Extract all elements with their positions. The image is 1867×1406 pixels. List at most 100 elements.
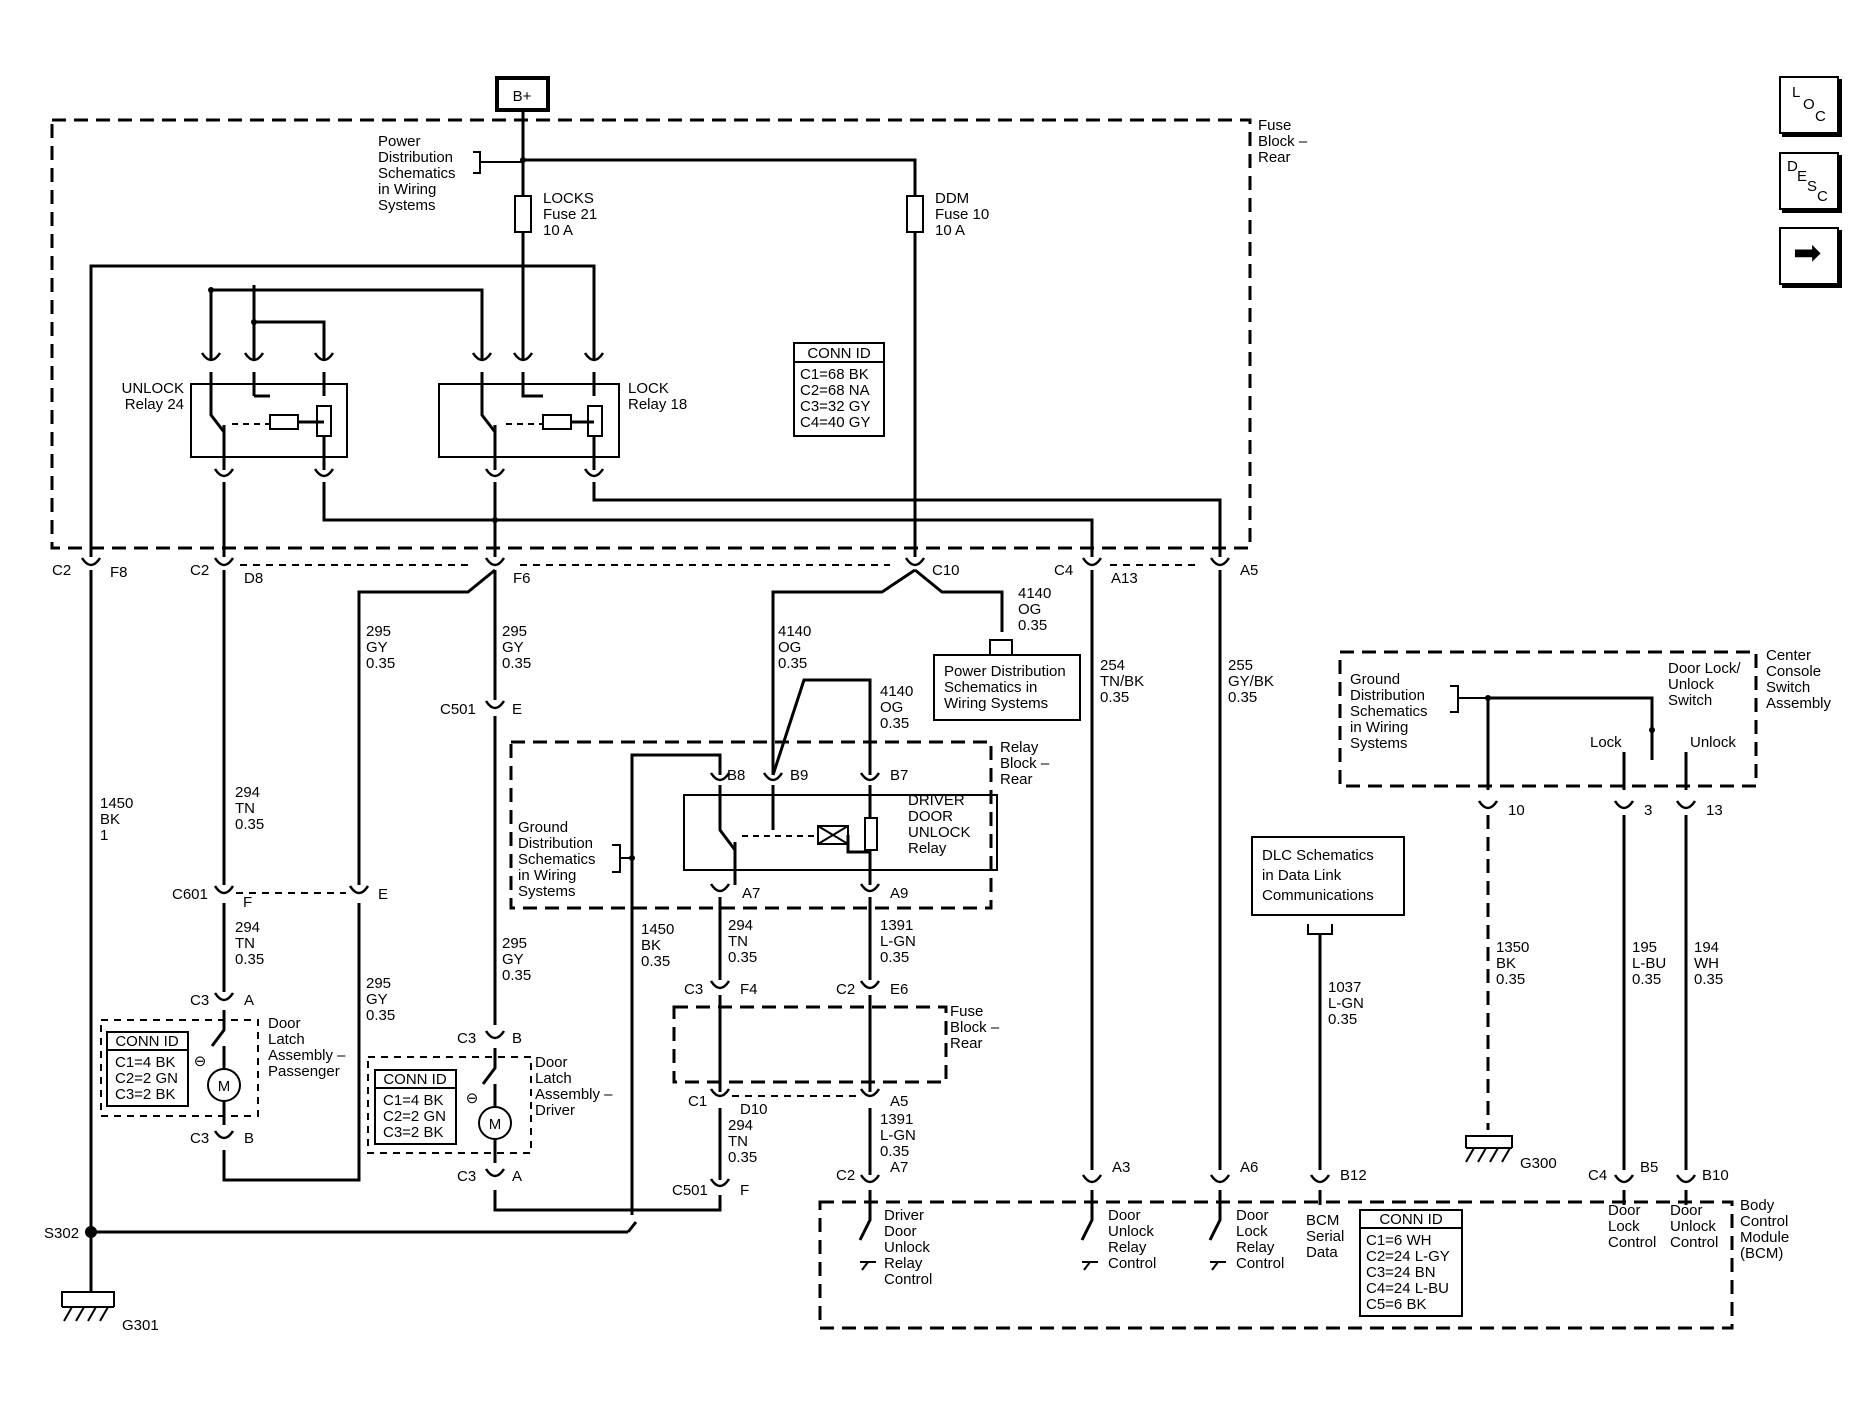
c3-a-pass-c: C3 (190, 992, 209, 1009)
b12-pin: B12 (1340, 1167, 1367, 1184)
connector-cavity (583, 352, 605, 362)
c501-e-c: C501 (440, 701, 476, 718)
conn-id-title: CONN ID (807, 345, 871, 362)
connector-cavity (213, 885, 235, 895)
loc-letter-o: O (1803, 96, 1815, 113)
bcm-boundary (818, 1200, 1734, 1330)
driver-door-unlock-relay (683, 794, 998, 871)
conn-id-fuse-block (793, 342, 885, 437)
connector-cavity (709, 1178, 731, 1188)
c4-b5-c: C4 (1588, 1167, 1607, 1184)
c501-e-pin: E (512, 701, 522, 718)
b7-pin: B7 (890, 767, 908, 784)
connector-cavity (1477, 800, 1499, 810)
location-nav-button[interactable]: L O C (1779, 76, 1839, 134)
loc-letter-l: L (1792, 84, 1801, 101)
connector-cavity (484, 1030, 506, 1040)
c3-b-pass-pin: B (244, 1130, 254, 1147)
description-nav-button[interactable]: D E S C (1779, 152, 1839, 210)
connector-cavity (484, 1168, 506, 1178)
center-console-boundary (1338, 650, 1758, 788)
connector-cavity (313, 468, 335, 478)
lock-relay-switch (480, 372, 497, 470)
next-arrow-button[interactable]: ➡ (1779, 227, 1839, 285)
unlock-relay-out (298, 372, 326, 470)
power-dist-bracket (473, 151, 523, 174)
desc-letter-d: D (1787, 158, 1798, 175)
svg-text:CONN ID: CONN ID (115, 1033, 179, 1050)
desc-letter-s: S (1807, 178, 1818, 195)
wire-295-gy-1 (357, 568, 496, 885)
a9-pin: A9 (890, 885, 908, 902)
connector-cavity (213, 1130, 235, 1140)
door-latch-driver-boundary (367, 1056, 532, 1154)
connector-cavity (243, 352, 265, 362)
c501-f-pin: F (740, 1182, 749, 1199)
connector-cavity (1081, 1174, 1103, 1184)
connector-cavity (1675, 1174, 1697, 1184)
c3-b-drv-c: C3 (457, 1030, 476, 1047)
c3-a-drv-pin: A (512, 1168, 522, 1185)
a6-pin: A6 (1240, 1159, 1258, 1176)
svg-text:M: M (218, 1078, 231, 1095)
pin-3: 3 (1644, 802, 1652, 819)
lock-relay-coil-lead (521, 372, 543, 398)
fuse-block-rear-lower-boundary (672, 1005, 948, 1084)
wire-1450-bk-2 (630, 753, 722, 1215)
connector-cavity (512, 352, 534, 362)
door-latch-passenger-boundary (100, 1019, 259, 1117)
bcm-relay-switches (858, 1190, 1222, 1241)
conn-id-drv (374, 1069, 457, 1145)
power-bus-top (523, 158, 917, 198)
svg-text:CONN ID: CONN ID (383, 1071, 447, 1088)
connector-cavity (1675, 800, 1697, 810)
f6-pin: F6 (513, 570, 531, 587)
connector-cavity (904, 557, 926, 567)
unlock-relay-coil-lead (252, 372, 270, 398)
connector-cavity (80, 557, 102, 567)
pass-polarity-icon: ⊖ (194, 1053, 207, 1070)
connector-cavity (859, 772, 881, 782)
wire-4140-og-1 (771, 568, 916, 700)
connector-cavity (859, 1088, 881, 1098)
s302-label: S302 (44, 1225, 79, 1242)
connector-cavity (213, 468, 235, 478)
ground-g301-icon (62, 1306, 114, 1322)
lock-relay-to-a5 (592, 482, 1222, 557)
wire-4140-og-3 (771, 678, 872, 776)
loc-letter-c: C (1815, 108, 1826, 125)
connector-cavity (1613, 800, 1635, 810)
c2-f8-c: C2 (52, 562, 71, 579)
relay-feed-top-wire (89, 264, 596, 557)
c3-b-pass-c: C3 (190, 1130, 209, 1147)
unlock-relay-to-a13 (322, 482, 1094, 557)
b9-pin: B9 (790, 767, 808, 784)
connector-cavity (709, 883, 731, 893)
c2-a7-c: C2 (836, 1167, 855, 1184)
connector-cavity (709, 980, 731, 990)
c601-e-pin: E (378, 886, 388, 903)
drv-latch-to-c501 (493, 1190, 722, 1212)
c1-d10-pin: D10 (740, 1101, 768, 1118)
